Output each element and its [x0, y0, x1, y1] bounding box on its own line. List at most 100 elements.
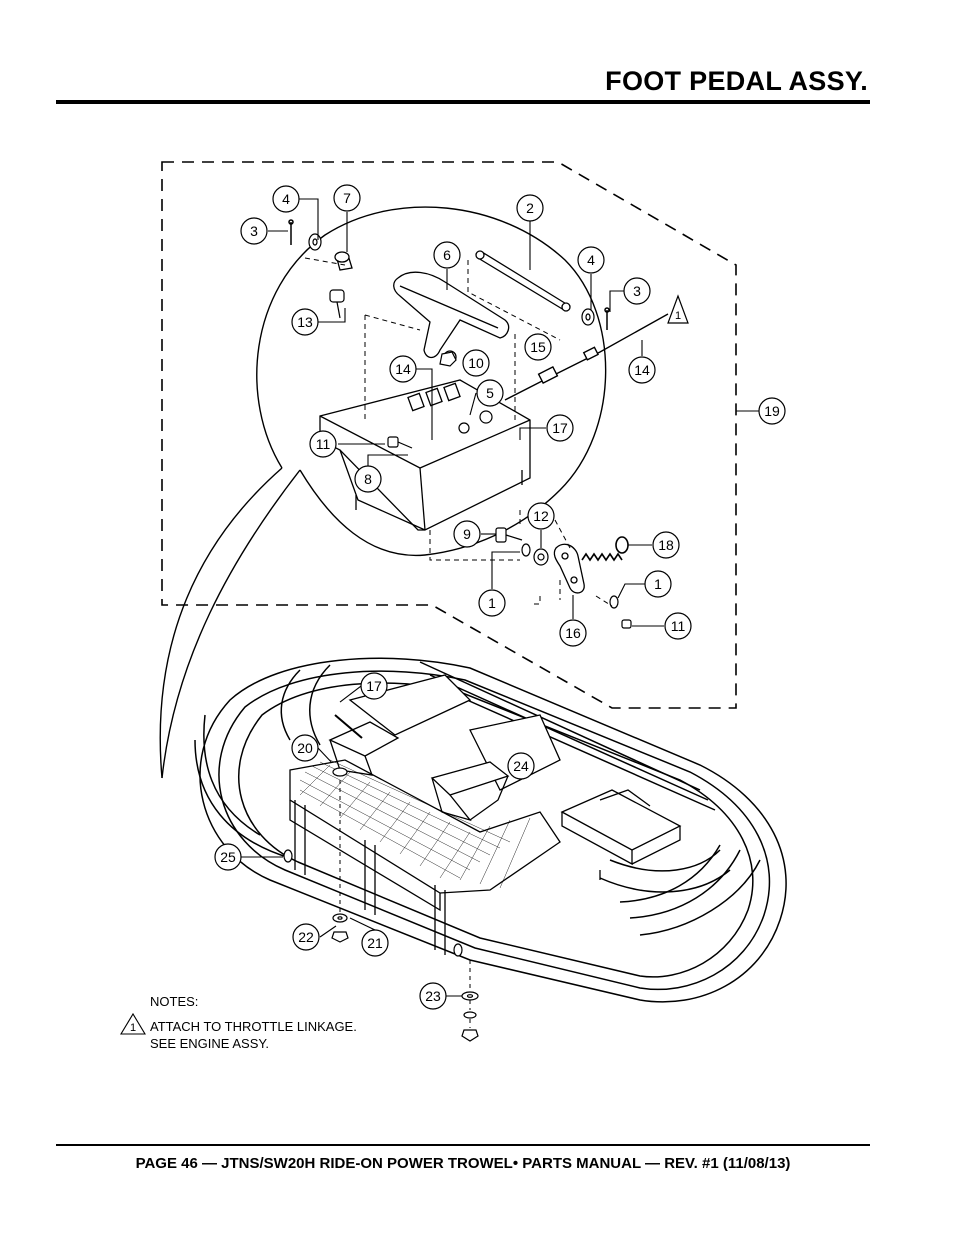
page-footer: PAGE 46 — JTNS/SW20H RIDE-ON POWER TROWE…: [135, 1155, 791, 1172]
callout-2: 2: [516, 194, 544, 222]
detail-magnifier: [256, 206, 607, 557]
svg-text:6: 6: [443, 247, 451, 263]
cotter-pin-3b: [604, 307, 610, 330]
svg-text:7: 7: [343, 190, 351, 206]
note-triangle-cable-label: 1: [675, 310, 681, 322]
svg-text:5: 5: [486, 385, 494, 401]
callout-19: 19: [758, 397, 786, 425]
assembly-guides: [304, 257, 613, 607]
bolt-25: [283, 849, 463, 957]
bolt-13: [329, 289, 345, 319]
callout-14a: 14: [389, 355, 417, 383]
washer-1a: [521, 543, 531, 557]
callout-9: 9: [453, 520, 481, 548]
callout-7: 7: [333, 184, 361, 212]
callout-4a: 4: [272, 185, 300, 213]
svg-text:15: 15: [530, 339, 546, 355]
svg-text:24: 24: [513, 758, 529, 774]
header-rule: [56, 100, 870, 104]
trowel-frame: [194, 657, 787, 1003]
svg-text:9: 9: [463, 526, 471, 542]
callout-24: 24: [507, 752, 535, 780]
callout-11a: 11: [309, 430, 337, 458]
svg-text:4: 4: [587, 252, 595, 268]
callout-1b: 1: [644, 570, 672, 598]
svg-text:18: 18: [658, 537, 674, 553]
callout-21: 21: [361, 929, 389, 957]
callout-4b: 4: [577, 246, 605, 274]
svg-text:16: 16: [565, 625, 581, 641]
bolt-11a: [387, 436, 413, 449]
throttle-cable: [504, 313, 669, 401]
operator-deck: [289, 674, 561, 912]
svg-text:17: 17: [552, 420, 568, 436]
nut-23: [461, 1029, 479, 1042]
callout-17b: 17: [360, 672, 388, 700]
nut-22: [331, 931, 349, 943]
foot-pedal: [393, 271, 510, 364]
page-title: FOOT PEDAL ASSY.: [605, 66, 868, 96]
svg-text:19: 19: [764, 403, 780, 419]
svg-text:11: 11: [316, 436, 331, 452]
footer-rule: [56, 1144, 870, 1146]
svg-text:13: 13: [297, 314, 313, 330]
svg-text:23: 23: [425, 988, 441, 1004]
callout-1a: 1: [478, 589, 506, 617]
note-triangle-cable: [667, 294, 689, 324]
spring-18: [581, 536, 629, 562]
callout-3a: 3: [240, 217, 268, 245]
svg-text:22: 22: [298, 929, 314, 945]
notes-heading: NOTES:: [150, 994, 199, 1009]
callout-15: 15: [524, 333, 552, 361]
callout-8: 8: [354, 465, 382, 493]
notes-triangle-label: 1: [130, 1022, 136, 1034]
callout-11b: 11: [664, 612, 692, 640]
washer-1b: [609, 595, 619, 609]
seat-bracket: [560, 789, 682, 866]
bolt-11b: [621, 619, 632, 629]
svg-text:8: 8: [364, 471, 372, 487]
svg-text:20: 20: [297, 740, 313, 756]
callout-12: 12: [527, 502, 555, 530]
callout-10: 10: [462, 349, 490, 377]
callout-6: 6: [433, 241, 461, 269]
svg-text:12: 12: [533, 508, 549, 524]
washer-23: [461, 991, 479, 1001]
notes-block: NOTES: ATTACH TO THROTTLE LINKAGE. SEE E…: [150, 993, 357, 1052]
svg-text:1: 1: [654, 576, 662, 592]
pedal-lower-17: [328, 714, 400, 776]
deck-tread: [299, 759, 531, 889]
notes-line-1: ATTACH TO THROTTLE LINKAGE.: [150, 1019, 357, 1034]
nut-5: [458, 410, 493, 434]
callout-23: 23: [419, 982, 447, 1010]
callout-13: 13: [291, 308, 319, 336]
callout-18: 18: [652, 531, 680, 559]
washer-nut-20: [332, 767, 348, 777]
bolt-9: [495, 527, 523, 543]
washer-4a: [308, 233, 322, 251]
nut-10: [439, 351, 457, 367]
svg-text:1: 1: [488, 595, 496, 611]
callout-14b: 14: [628, 356, 656, 384]
callout-5: 5: [476, 379, 504, 407]
pedal-bracket: [319, 379, 531, 531]
link-arm-16: [553, 543, 585, 594]
svg-text:4: 4: [282, 191, 290, 207]
svg-text:2: 2: [526, 200, 534, 216]
washer-23b: [463, 1011, 477, 1019]
callout-3b: 3: [623, 277, 651, 305]
detail-leader: [159, 467, 283, 779]
callout-17a: 17: [546, 414, 574, 442]
frame-posts: [294, 800, 601, 955]
svg-text:3: 3: [250, 223, 258, 239]
washer-4b: [581, 308, 595, 326]
callout-16: 16: [559, 619, 587, 647]
callouts: 4 7 3 2 6 4 3 13 10 15 14 14 5 19 17 11 …: [214, 184, 786, 1010]
callout-25: 25: [214, 843, 242, 871]
svg-text:17: 17: [366, 678, 382, 694]
svg-text:14: 14: [395, 361, 411, 377]
notes-triangle: [120, 1012, 146, 1035]
svg-text:10: 10: [468, 355, 484, 371]
cotter-pin-3a: [288, 219, 294, 245]
